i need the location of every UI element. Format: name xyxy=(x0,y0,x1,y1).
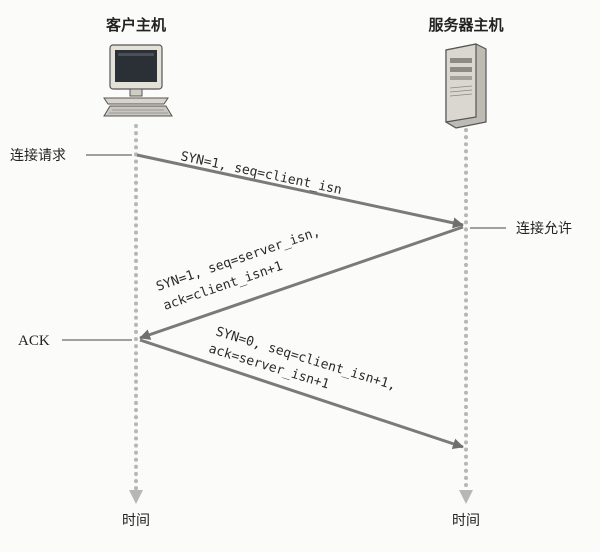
client-time-arrowhead xyxy=(129,490,143,504)
syn-message-line-1: SYN=1, seq=client_isn xyxy=(179,149,343,198)
synack-arrow xyxy=(139,225,464,340)
client-host-title: 客户主机 xyxy=(105,16,166,34)
ack-arrow xyxy=(139,338,464,450)
server-host-title: 服务器主机 xyxy=(428,16,503,34)
desktop-computer-icon xyxy=(103,44,173,117)
client-time-label: 时间 xyxy=(122,513,150,529)
ack-label: ACK xyxy=(18,333,50,349)
server-time-arrowhead xyxy=(459,490,473,504)
syn-arrow xyxy=(136,153,464,229)
connection-granted-label: 连接允许 xyxy=(516,220,572,237)
tower-server-icon xyxy=(445,43,487,129)
server-time-label: 时间 xyxy=(452,513,480,529)
connection-request-label: 连接请求 xyxy=(10,147,66,164)
